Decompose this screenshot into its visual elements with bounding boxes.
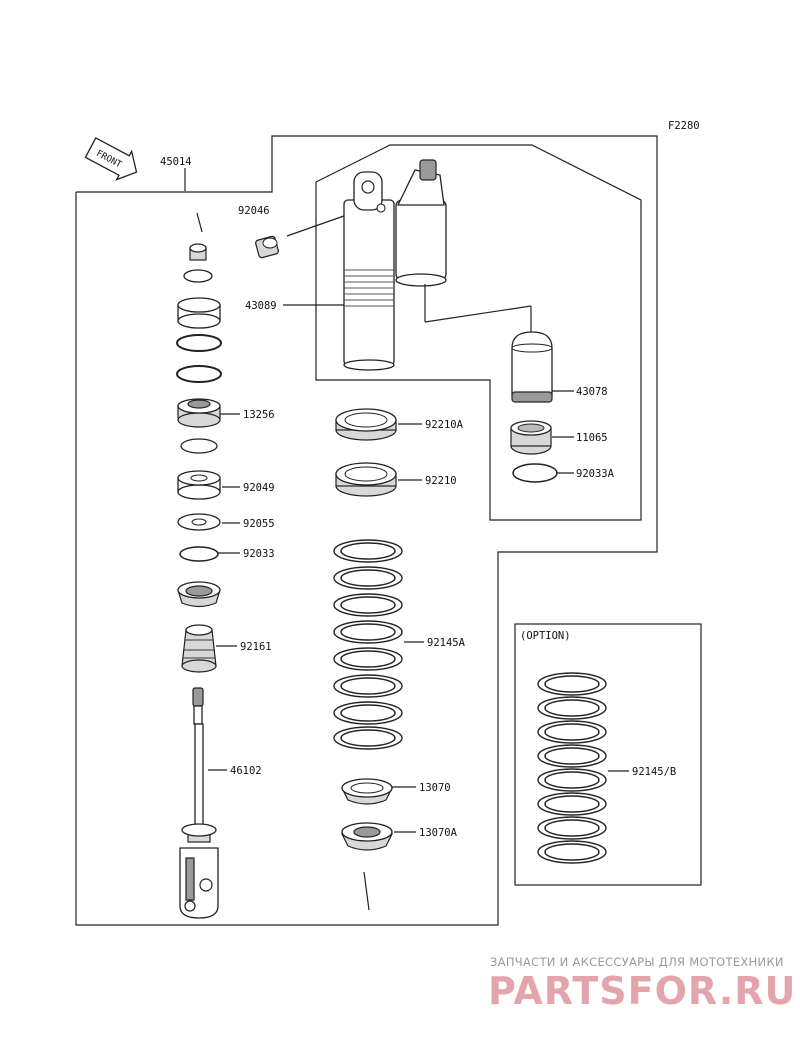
- assembly-outline: [75, 135, 658, 926]
- part-o-ring-2: [176, 365, 222, 383]
- part-92161-bump-rubber: [181, 624, 217, 673]
- watermark-caption: ЗАПЧАСТИ И АКСЕССУАРЫ ДЛЯ МОТОТЕХНИКИ: [490, 955, 784, 969]
- label-13070A: 13070A: [419, 827, 458, 839]
- shock-body-outline: [315, 144, 642, 521]
- option-label: (OPTION): [520, 630, 571, 642]
- part-washer-2: [180, 438, 218, 454]
- label-92033: 92033: [243, 548, 275, 560]
- part-13070-spring-seat: [341, 778, 393, 805]
- watermark-brand: PARTSFOR.RU: [488, 969, 796, 1013]
- label-43089: 43089: [245, 300, 277, 312]
- front-arrow-icon: FRONT: [84, 137, 138, 181]
- label-92145B: 92145/B: [632, 766, 676, 778]
- part-92145B-spring: [537, 672, 607, 864]
- label-43078: 43078: [576, 386, 608, 398]
- part-92033-circlip: [179, 546, 219, 562]
- part-92210-locknut: [335, 462, 397, 497]
- label-92210A: 92210A: [425, 419, 464, 431]
- figure-code: F2280: [668, 120, 700, 132]
- label-92145A: 92145A: [427, 637, 466, 649]
- part-13070A-spring-seat: [341, 822, 393, 851]
- part-92145A-spring: [333, 539, 403, 750]
- label-46102: 46102: [230, 765, 262, 777]
- option-outline: [514, 623, 702, 886]
- part-o-ring-1: [176, 334, 222, 352]
- part-43078-bladder: [511, 331, 553, 403]
- label-13256: 13256: [243, 409, 275, 421]
- part-43089-shock-body: [343, 159, 532, 371]
- part-92055-washer: [177, 513, 221, 531]
- label-13070: 13070: [419, 782, 451, 794]
- part-13256-seal-head: [177, 398, 221, 428]
- label-45014: 45014: [160, 156, 192, 168]
- part-upper-nut: [189, 212, 207, 261]
- part-bump-cup: [177, 581, 221, 608]
- label-92046: 92046: [238, 205, 270, 217]
- pointer-line: [363, 871, 370, 911]
- part-92210A-locknut: [335, 408, 397, 441]
- part-11065-seal: [510, 420, 552, 455]
- label-92161: 92161: [240, 641, 272, 653]
- label-11065: 11065: [576, 432, 608, 444]
- part-92049-washer: [177, 470, 221, 500]
- label-92055: 92055: [243, 518, 275, 530]
- label-92049: 92049: [243, 482, 275, 494]
- part-washer: [183, 269, 213, 283]
- part-collar: [177, 297, 221, 329]
- part-92033A-circlip: [512, 463, 558, 483]
- label-92033A: 92033A: [576, 468, 615, 480]
- label-92210: 92210: [425, 475, 457, 487]
- part-46102-piston-rod: [179, 687, 219, 919]
